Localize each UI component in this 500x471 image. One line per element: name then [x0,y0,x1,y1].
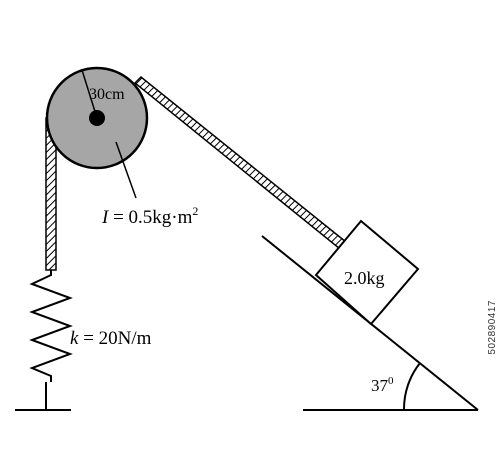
stock-id: 502890417 [487,300,498,355]
spring-value: = 20N/m [78,328,151,349]
angle-value: 37 [371,376,389,395]
inertia-exponent: 2 [192,204,198,218]
inertia-label: I = 0.5kg·m2 [101,204,198,228]
angle-arc [402,362,421,411]
mass-label: 2.0kg [344,268,385,288]
inertia-symbol: I [101,207,110,228]
spring-label: k = 20N/m [70,328,152,349]
radius-label: 30cm [89,86,125,103]
spring-symbol: k [70,328,79,349]
angle-label: 370 [371,375,394,395]
radius-line [81,69,98,119]
inertia-value: = 0.5kg·m [108,207,192,228]
block [314,219,420,326]
spring [29,270,73,382]
inertia-leader [115,141,137,199]
angle-degree: 0 [388,375,394,387]
